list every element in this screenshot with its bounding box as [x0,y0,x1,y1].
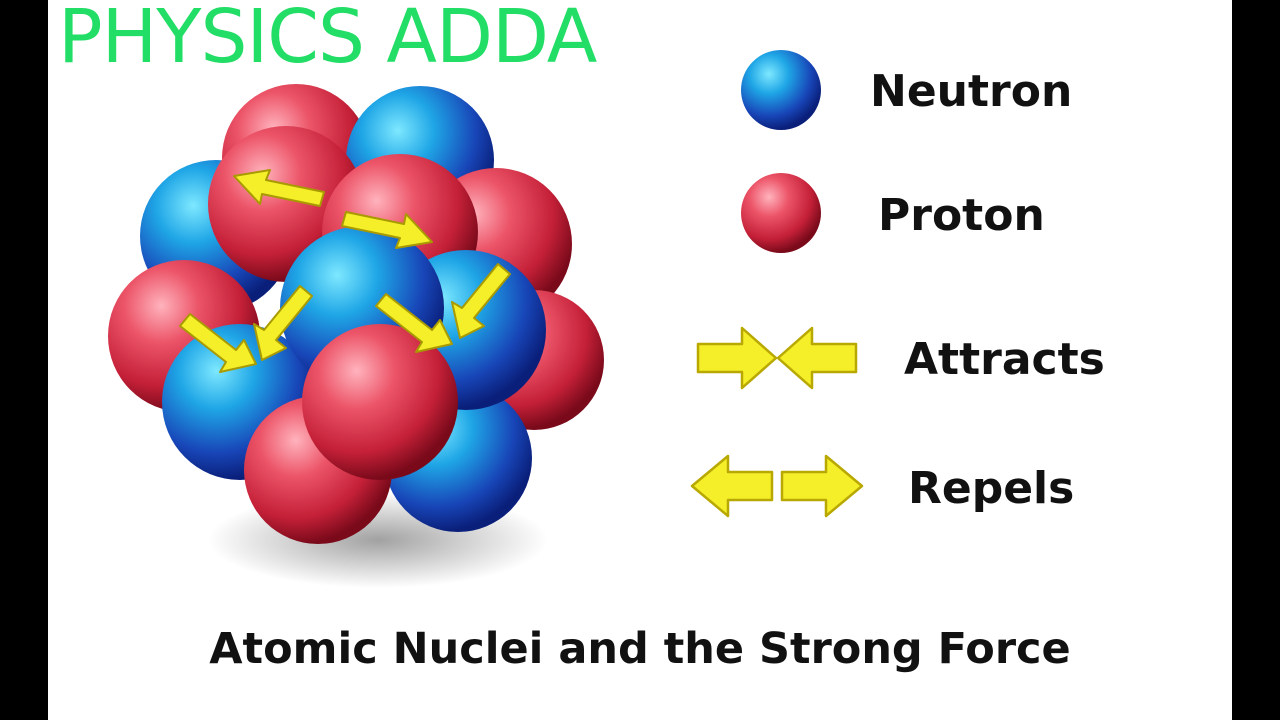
legend-label-proton: Proton [878,190,1045,241]
legend-label-repels: Repels [908,463,1075,514]
repel-legend-icon [690,454,864,518]
nucleus-illustration [108,50,864,588]
attract-arrows-on-nucleus [179,263,511,373]
proton-legend-icon [741,173,821,253]
diagram-canvas: PHYSICS ADDA Neutron Proton Attracts Rep… [48,0,1232,720]
proton-sphere [302,324,458,480]
brand-title: PHYSICS ADDA [58,0,597,80]
diagram-caption: Atomic Nuclei and the Strong Force [209,624,1071,674]
attract-legend-icon [696,326,858,390]
repel-arrows-on-nucleus [233,169,433,249]
legend-label-attracts: Attracts [904,334,1105,385]
neutron-legend-icon [741,50,821,130]
legend-label-neutron: Neutron [870,66,1073,117]
